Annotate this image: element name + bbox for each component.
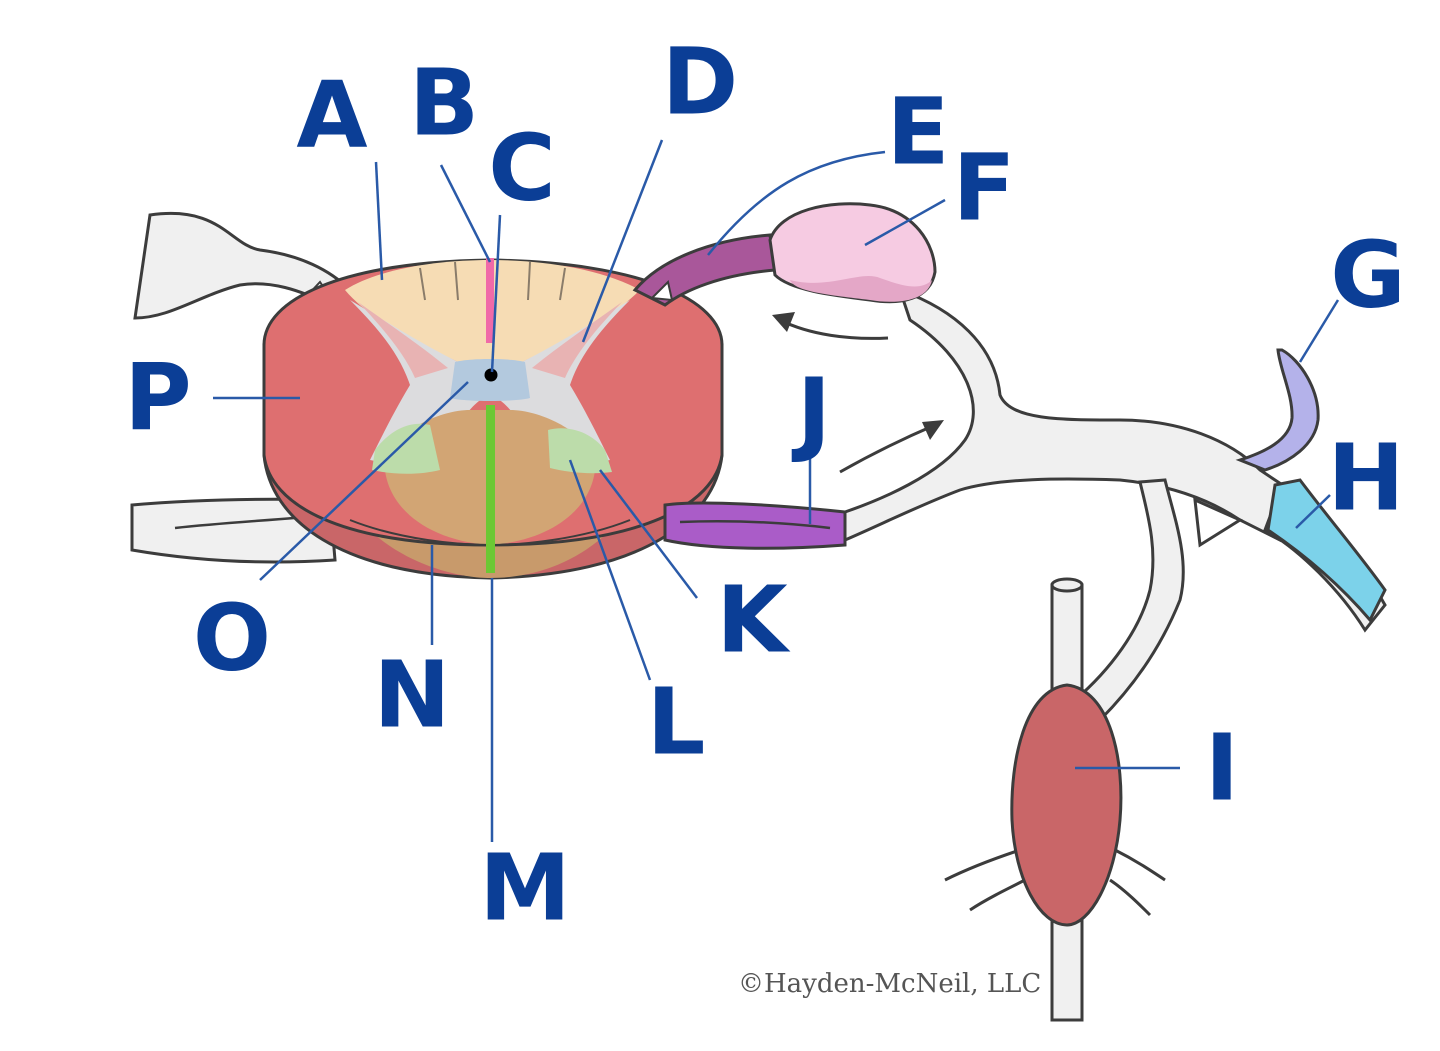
motor-arrow-head — [922, 420, 944, 440]
label-k: K — [716, 567, 791, 674]
label-h: H — [1328, 425, 1405, 532]
ramus-gap — [1193, 497, 1244, 548]
label-e: E — [887, 79, 950, 186]
label-n: N — [374, 642, 451, 749]
sympathetic-trunk-top — [1050, 577, 1084, 593]
sensory-arrow-head — [772, 312, 795, 332]
white-ramus — [1266, 478, 1387, 623]
sympathetic-ganglion — [1010, 683, 1123, 927]
label-c: C — [488, 115, 556, 222]
posterior-median-sulcus — [486, 258, 494, 343]
label-b: B — [409, 50, 479, 157]
leader-f — [864, 198, 946, 247]
posterior-fissure-lines — [419, 261, 566, 301]
label-g: G — [1330, 222, 1406, 329]
ventral-root — [663, 501, 847, 550]
leader-g — [1298, 299, 1340, 363]
left-nerves — [130, 211, 353, 564]
ventral-root-fiber — [679, 520, 831, 530]
ventral-horn-left — [372, 423, 440, 474]
sympathetic-side-branches — [944, 848, 1166, 917]
dorsal-horn-tint — [358, 302, 622, 378]
leader-l — [568, 459, 652, 681]
leader-lines — [213, 139, 1340, 842]
central-canal — [484, 368, 498, 382]
gray-ramus — [1235, 348, 1320, 472]
leader-d — [581, 139, 664, 343]
spinal-nerve-trunk — [843, 287, 1292, 543]
cord-top-face — [262, 258, 724, 547]
letter-labels: A B C D E F G H I J K L M N O P — [124, 29, 1405, 942]
leader-o — [259, 381, 469, 581]
leader-h — [1295, 494, 1331, 529]
leader-b — [439, 164, 492, 263]
label-f: F — [953, 135, 1016, 242]
label-j: J — [791, 359, 831, 466]
leader-k — [599, 469, 698, 599]
label-o: O — [193, 585, 271, 692]
label-l: L — [647, 669, 706, 776]
leader-c — [490, 214, 502, 373]
copyright-notice: ©Hayden-McNeil, LLC — [738, 969, 1041, 999]
label-a: A — [296, 62, 367, 169]
left-ventral-nerve — [130, 497, 337, 564]
spinal-cord — [262, 258, 724, 580]
leader-e — [707, 150, 886, 256]
ramus-to-chain — [1072, 478, 1185, 723]
label-d: D — [662, 29, 738, 136]
label-m: M — [479, 835, 571, 942]
label-p: P — [124, 345, 191, 452]
sympathetic-trunk — [944, 577, 1166, 1022]
label-i: I — [1205, 715, 1239, 822]
leader-a — [374, 161, 384, 281]
sensory-arrow — [779, 318, 889, 340]
dorsal-root-notch — [649, 280, 674, 302]
anterior-median-fissure — [486, 405, 495, 573]
ganglion-shade — [790, 276, 932, 302]
motor-arrow — [839, 423, 936, 474]
ventral-horn-right — [548, 428, 612, 474]
